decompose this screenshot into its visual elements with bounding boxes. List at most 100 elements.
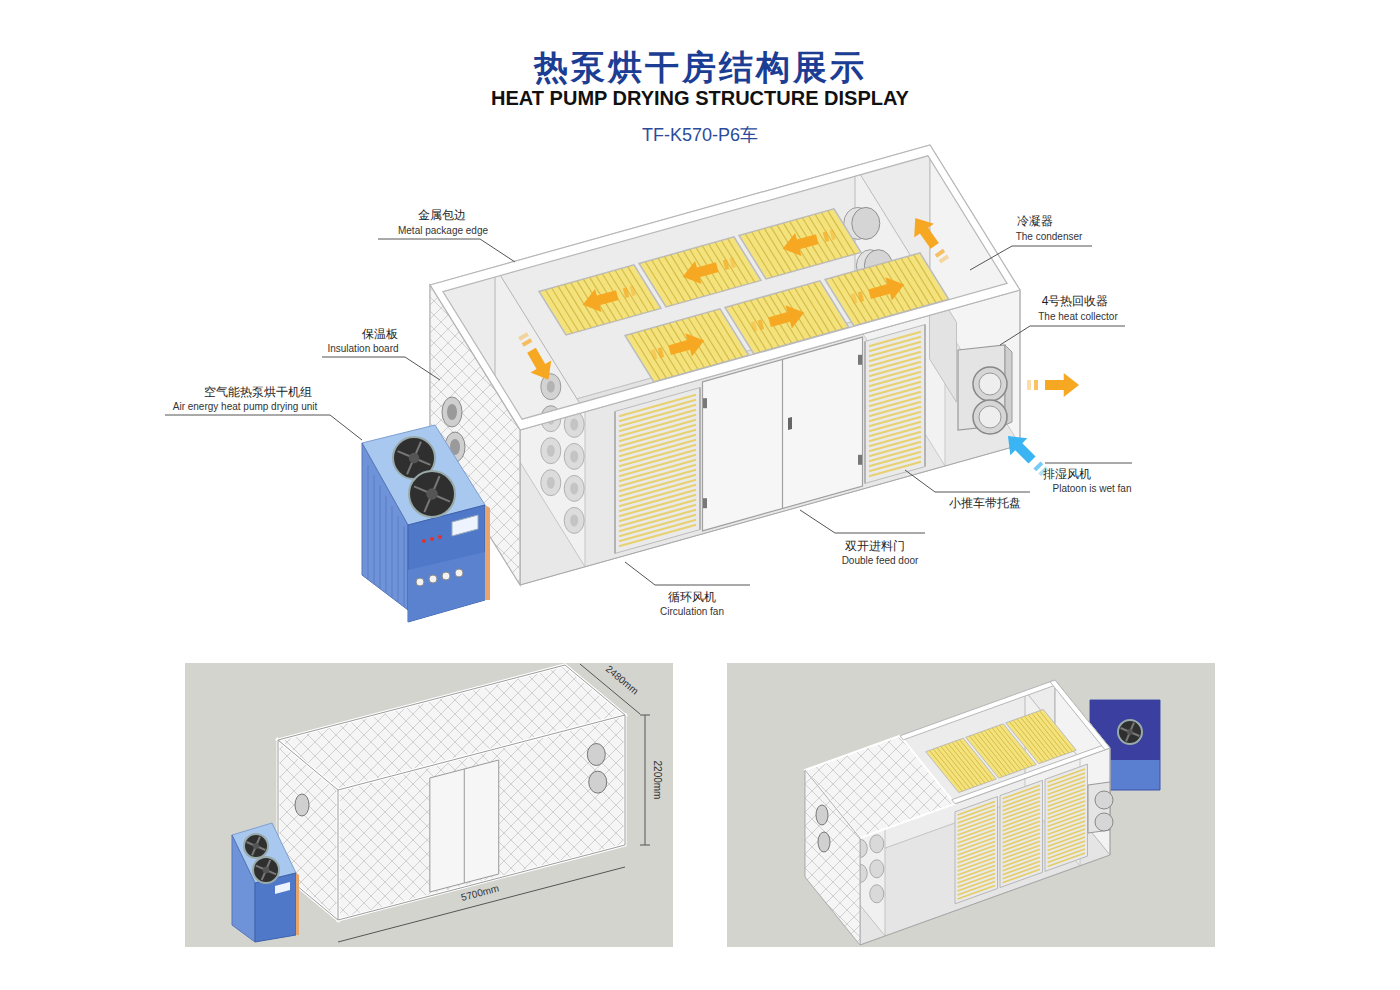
dehumidify-fan [973,367,1007,401]
unit-grille [374,475,375,584]
drying-room [430,145,1020,585]
unit-grille [368,465,369,579]
arrow-body [679,256,720,289]
tray-stripe [937,748,970,789]
tray-stripe [1036,712,1069,753]
indicator-light [430,537,434,541]
arrow-body [666,329,707,362]
tray-stripe [615,270,642,314]
indicator-light [422,539,426,543]
arrow-body [999,427,1040,468]
wall-fan [587,744,605,766]
unit-grille [386,496,387,593]
callout-label: 金属包边 [418,209,466,223]
tray-stripe [973,735,1006,776]
tray-stripe [977,733,1010,774]
callout-label: 排湿风机 [1043,468,1091,482]
arrow-tail [629,285,636,296]
room-exterior-view [278,664,650,942]
callout-label: Insulation board [327,343,398,355]
room-edge [625,715,626,845]
flow-arrow [679,251,737,289]
leader-line [800,510,925,533]
arrow-tail [823,231,830,242]
wall-fan [589,771,607,793]
dehumidify-fan [1095,791,1113,809]
tray-stripe [552,288,579,332]
heat-pump-unit [232,823,299,942]
callout-label: 双开进料门 [845,540,905,554]
tray-stripe [1032,713,1065,754]
unit-grille [398,516,399,602]
switch-knob [416,578,424,586]
tray-stripe [721,240,748,283]
tray-stripe [744,302,773,348]
arrow-tail [829,229,836,240]
tray-stripe [738,304,767,350]
dimension-line [338,867,625,942]
switch-knob [442,572,450,580]
arrow-tail [1034,380,1038,390]
unit-edge [296,873,299,935]
tray-stripe [985,731,1018,772]
unit-lower-panel [408,552,485,622]
flow-arrow [512,329,559,386]
fan-hub [409,453,420,464]
tray-stripe [631,334,660,380]
leader-line [1045,463,1132,464]
fan-hub [253,843,259,849]
leader-line [165,415,362,440]
control-screen [275,882,290,894]
drying-tray [539,265,661,335]
drying-tray [739,209,861,279]
arrow-body [779,228,820,261]
room-edge [338,790,339,920]
arrow-tail [518,332,529,340]
door-hinge [858,355,862,365]
tray-stripe [1013,720,1046,761]
unit-grille [404,526,405,606]
front-wall [520,290,1020,585]
metal-edge [430,145,1020,430]
leader-lines [165,239,1132,585]
unit-grille [380,486,381,589]
arrow-tail [623,287,630,298]
tray-stripe [945,745,978,786]
flow-arrow [649,329,707,367]
callout-label: 4号热回收器 [1042,295,1109,309]
dehumidify-fan [1095,813,1113,831]
door-split [464,769,465,883]
flow-arrow [849,273,907,311]
fan-hub [547,381,555,393]
arrow-tail [939,255,949,264]
callout-label: Platoon is wet fan [1053,483,1132,495]
leader-line [322,357,440,380]
indicator-light [438,535,442,539]
tray-stripe [914,255,943,301]
switch-knob [455,569,463,577]
fan-ring [979,406,1001,428]
tray-stripe [745,234,772,277]
dimension-tick [640,715,650,716]
unit-edge [485,505,490,600]
arrow-tail [1033,461,1043,471]
callout-label: 空气能热泵烘干机组 [204,386,312,400]
tray-stripe [645,262,672,306]
arrow-tail [1027,380,1031,390]
wall-fan [816,805,828,825]
tray-stripe [844,274,873,320]
fan-hub [1127,729,1133,735]
fan-hub [263,867,270,874]
heat-collector [958,345,1005,430]
room-edge [278,740,338,790]
tray-stripe [644,330,673,376]
metal-edge [952,744,1110,804]
flow-arrow [779,223,837,261]
flow-arrow [749,301,807,339]
fan-guard [409,471,455,517]
arrow-tail [935,249,945,258]
door-hinge [703,398,707,408]
feed-door [430,760,499,892]
leader-line [905,470,1030,492]
